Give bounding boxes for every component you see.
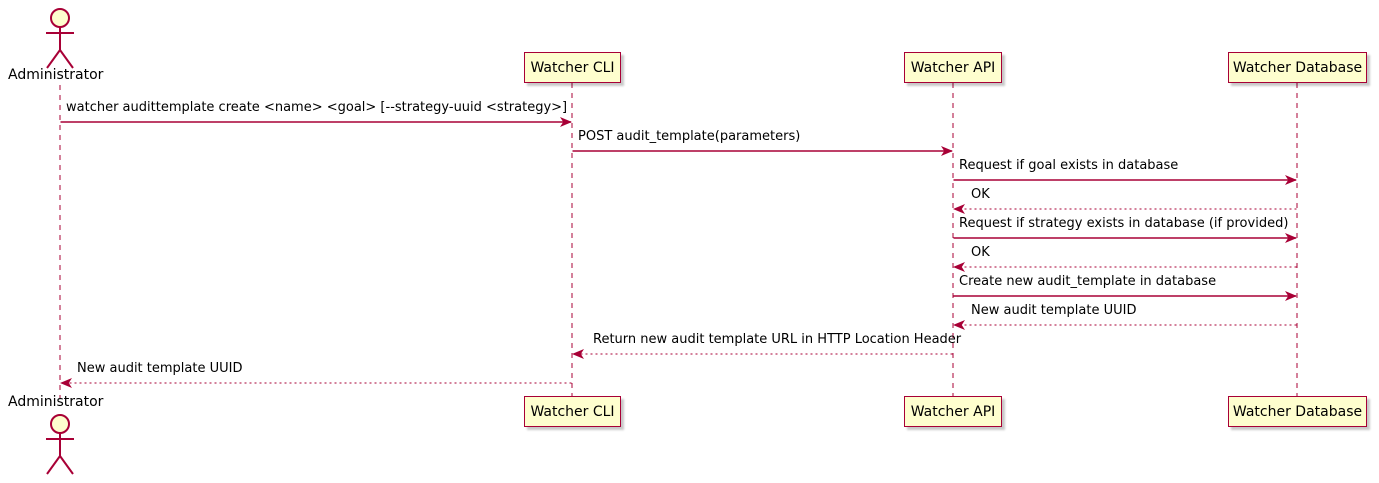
message-label-6: OK [971,245,990,260]
message-label-7: Create new audit_template in database [959,274,1217,289]
actor-figures-group [46,8,74,475]
actor-leg-right [59,455,74,475]
participant-label-watcher-db: Watcher Database [1232,403,1363,420]
participant-box-watcher-cli-top[interactable]: Watcher CLI [524,52,621,83]
message-label-9: Return new audit template URL in HTTP Lo… [593,332,962,347]
participant-box-watcher-cli-bottom[interactable]: Watcher CLI [524,396,621,427]
actor-label-administrator-bottom[interactable]: Administrator [8,394,104,410]
message-label-1: watcher audittemplate create <name> <goa… [66,100,568,115]
actor-leg-left [46,49,61,69]
participant-box-watcher-db-bottom[interactable]: Watcher Database [1228,396,1367,427]
participant-box-watcher-api-bottom[interactable]: Watcher API [904,396,1002,427]
actor-leg-left [46,455,61,475]
message-label-2: POST audit_template(parameters) [578,129,801,144]
actor-head-icon [50,414,70,434]
actor-label-administrator-top[interactable]: Administrator [8,67,104,83]
message-label-8: New audit template UUID [971,303,1137,318]
participant-label-watcher-cli: Watcher CLI [530,403,615,420]
participant-label-watcher-api: Watcher API [910,59,996,76]
lifelines-group [59,83,1298,398]
actor-head-icon [50,8,70,28]
participant-label-watcher-api: Watcher API [910,403,996,420]
participant-box-watcher-db-top[interactable]: Watcher Database [1228,52,1367,83]
message-label-3: Request if goal exists in database [959,158,1179,173]
actor-figure-administrator-bottom [46,414,74,475]
message-label-4: OK [971,187,990,202]
participant-label-watcher-db: Watcher Database [1232,59,1363,76]
message-label-10: New audit template UUID [77,361,243,376]
actor-leg-right [59,49,74,69]
participant-label-watcher-cli: Watcher CLI [530,59,615,76]
message-label-5: Request if strategy exists in database (… [959,216,1289,231]
participant-box-watcher-api-top[interactable]: Watcher API [904,52,1002,83]
message-arrows-group [60,117,1297,388]
actor-figure-administrator-top [46,8,74,69]
